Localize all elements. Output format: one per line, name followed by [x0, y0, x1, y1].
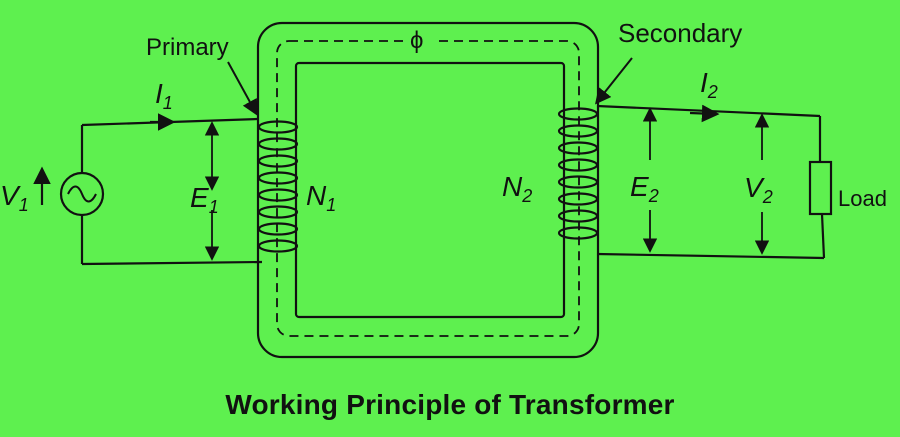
secondary-label: Secondary: [618, 18, 742, 48]
diagram-caption: Working Principle of Transformer: [225, 389, 675, 420]
flux-label-bg: [404, 28, 434, 52]
i2-label: I2: [700, 67, 718, 102]
primary-leader: [227, 61, 258, 116]
e2-label: E2: [630, 171, 659, 206]
i2-arrow: [689, 104, 720, 123]
e1-label: E1: [190, 182, 219, 217]
i1-label: I1: [155, 78, 173, 113]
v2-label: V2: [744, 172, 773, 207]
secondary-leader: [595, 57, 633, 105]
primary-label: Primary: [146, 34, 229, 61]
core-outer: [256, 21, 600, 359]
core-inner: [294, 61, 566, 319]
n2-label: N2: [502, 171, 532, 206]
flux-label: ϕ: [410, 27, 423, 54]
primary-winding: [257, 120, 299, 253]
ac-source-symbol: [67, 185, 97, 203]
ac-source: [59, 171, 105, 217]
load-resistor: [808, 160, 833, 216]
n1-label: N1: [306, 180, 336, 215]
v1-label: V1: [0, 180, 29, 215]
primary-wire-bottom: [81, 260, 263, 266]
secondary-wire-bottom: [596, 252, 825, 260]
load-label: Load: [838, 186, 887, 211]
secondary-wire-right-lower: [820, 213, 826, 259]
secondary-winding: [557, 107, 599, 240]
